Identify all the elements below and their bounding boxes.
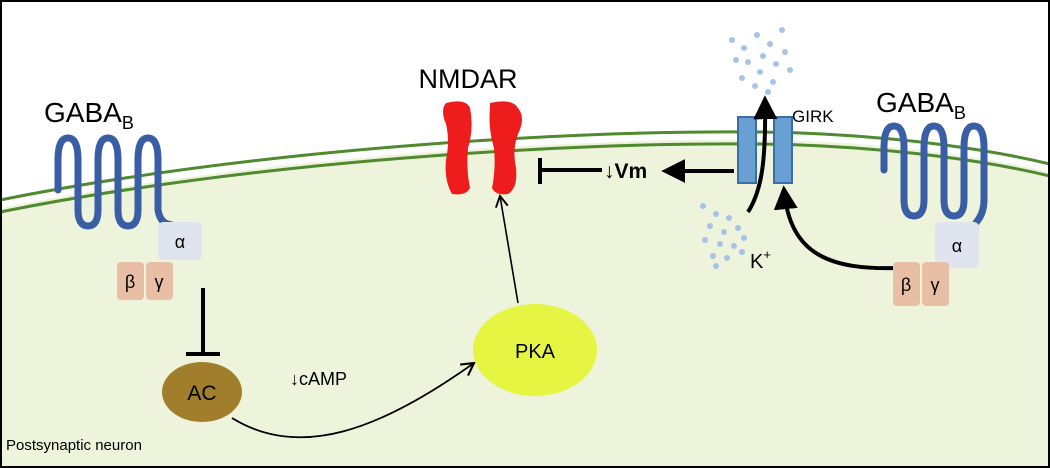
alpha-label-left: α bbox=[175, 232, 185, 252]
arrow-ac-to-pka bbox=[231, 361, 476, 439]
postsynaptic-neuron-label: Postsynaptic neuron bbox=[6, 437, 142, 454]
pka-label: PKA bbox=[515, 341, 556, 363]
girk-left-subunit bbox=[737, 116, 757, 184]
arrow-pka-to-nmdar bbox=[494, 194, 519, 304]
vm-label: ↓Vm bbox=[604, 160, 647, 183]
gamma-label-left: γ bbox=[155, 272, 164, 292]
alpha-subunit-left bbox=[158, 222, 202, 260]
girk-right-subunit bbox=[773, 116, 793, 184]
potassium-label: K+ bbox=[750, 247, 771, 273]
alpha-subunit-right bbox=[935, 222, 979, 268]
cytoplasm bbox=[0, 139, 1050, 468]
gamma-subunit-left bbox=[146, 262, 173, 300]
alpha-label-right: α bbox=[952, 236, 962, 256]
nmdar-left-subunit bbox=[443, 101, 472, 195]
potassium-ions-inside bbox=[700, 203, 747, 269]
camp-label: ↓cAMP bbox=[290, 369, 347, 389]
nmdar-channel bbox=[443, 101, 522, 195]
ac-enzyme bbox=[162, 362, 242, 422]
arrow-betagamma-to-girk bbox=[773, 185, 899, 271]
beta-subunit-right bbox=[893, 262, 920, 306]
pka-enzyme bbox=[473, 304, 597, 396]
arrow-potassium-efflux bbox=[746, 95, 778, 214]
gamma-label-right: γ bbox=[931, 275, 940, 295]
gaba-b-receptor-left bbox=[54, 134, 182, 236]
gaba-b-label-right: GABAB bbox=[876, 87, 966, 123]
girk-label: GIRK bbox=[792, 107, 834, 126]
gaba-b-label-left: GABAB bbox=[44, 97, 134, 133]
ac-label: AC bbox=[187, 382, 216, 405]
receptor-helix-icon-right bbox=[880, 122, 988, 244]
nmdar-right-subunit bbox=[489, 101, 522, 195]
beta-label-right: β bbox=[901, 275, 911, 295]
receptor-helix-icon bbox=[54, 134, 182, 236]
gaba-b-receptor-right bbox=[880, 122, 988, 244]
gamma-subunit-right bbox=[922, 262, 949, 306]
beta-subunit-left bbox=[117, 262, 144, 300]
potassium-ions-outside bbox=[729, 27, 793, 95]
beta-label-left: β bbox=[125, 272, 135, 292]
nmdar-label: NMDAR bbox=[419, 64, 518, 94]
